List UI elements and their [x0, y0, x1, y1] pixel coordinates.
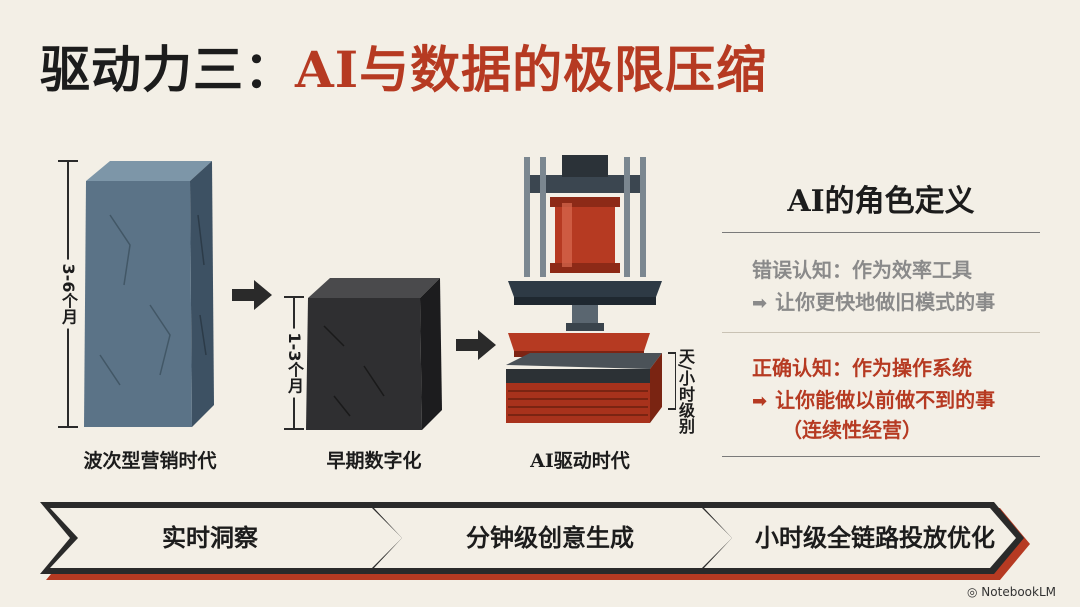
page-title: 驱动力三：AI与数据的极限压缩 [40, 30, 767, 102]
stage-3-caption: AI驱动时代 [530, 450, 630, 472]
right-heading: 正确认知：作为操作系统 [752, 356, 972, 380]
dark-stone-block-icon [306, 278, 442, 430]
right-detail: 让你能做以前做不到的事 [775, 388, 996, 412]
wrong-detail: 让你更快地做旧模式的事 [775, 290, 996, 314]
wrong-detail-row: ➡ 让你更快地做旧模式的事 [752, 286, 995, 315]
stage-1-duration: 3-6个月 [59, 259, 78, 329]
arrow-right-icon: ➡ [752, 293, 768, 314]
panel-divider-mid [722, 332, 1040, 333]
chevron-label-1: 实时洞察 [162, 523, 258, 552]
arrow-right-icon: ➡ [752, 391, 768, 412]
stage-1-caption: 波次型营销时代 [83, 450, 217, 472]
stage-1-measure: 3-6个月 [58, 160, 78, 428]
notebooklm-logo-icon: ◎ [967, 585, 982, 599]
panel-divider-top [722, 232, 1040, 233]
wrong-heading: 错误认知：作为效率工具 [752, 258, 972, 282]
hydraulic-press-icon [506, 155, 662, 423]
stage-2-duration: 1-3个月 [285, 328, 304, 398]
title-highlight: AI与数据的极限压缩 [295, 40, 768, 99]
brand-name: NotebookLM [981, 585, 1056, 599]
blue-stone-block-icon [84, 161, 214, 427]
stage-3-duration: 天/小时级别 [676, 348, 695, 434]
stage-2-caption: 早期数字化 [326, 450, 422, 472]
chevron-strip [40, 502, 1030, 580]
arrow-right-icon [232, 280, 272, 310]
arrow-right-icon [456, 330, 496, 360]
right-detail-row: ➡ 让你能做以前做不到的事 [752, 384, 995, 413]
brand-mark: ◎ NotebookLM [967, 585, 1056, 599]
chevron-label-2: 分钟级创意生成 [466, 523, 634, 552]
right-note: （连续性经营） [782, 418, 922, 442]
stage-2-measure: 1-3个月 [284, 296, 304, 430]
panel-divider-bottom [722, 456, 1040, 457]
chevron-label-3: 小时级全链路投放优化 [755, 523, 995, 552]
panel-title: AI的角色定义 [787, 184, 975, 219]
title-prefix: 驱动力三： [40, 40, 295, 99]
